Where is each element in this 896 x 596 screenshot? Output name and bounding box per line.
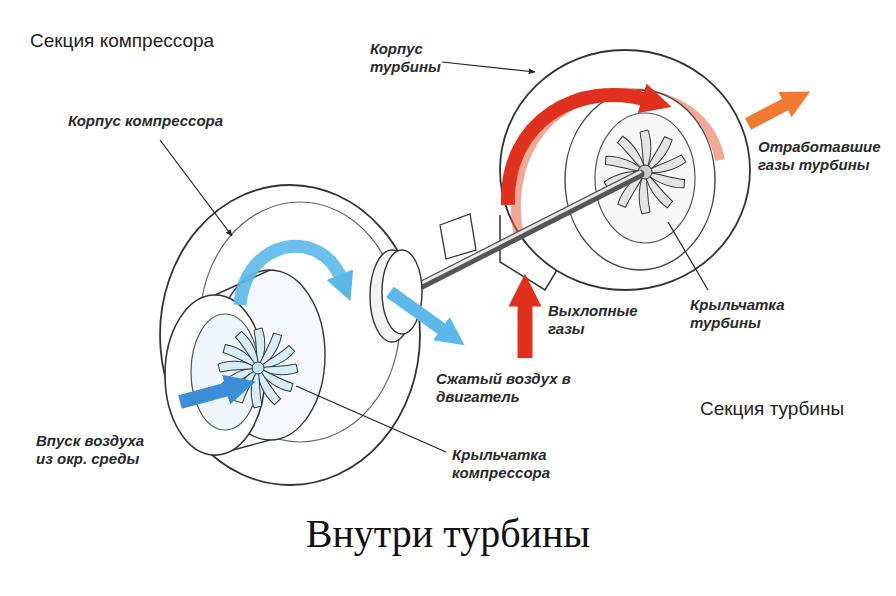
leader-line bbox=[668, 222, 708, 290]
exhaust-out-arrow bbox=[748, 102, 790, 124]
inlet-front bbox=[165, 295, 265, 455]
compressed-air-arrow bbox=[390, 292, 446, 332]
compressor-wheel bbox=[218, 328, 298, 408]
compressor-hub bbox=[252, 362, 264, 374]
inlet-ring bbox=[191, 314, 259, 430]
compressor-housing bbox=[160, 185, 420, 485]
shaft bbox=[412, 174, 640, 290]
shaft-highlight bbox=[412, 172, 640, 288]
part-label: Крыльчатка турбины bbox=[690, 296, 815, 332]
section-label: Секция турбины bbox=[700, 398, 860, 421]
part-label: Корпус турбины bbox=[370, 40, 440, 76]
leader-line bbox=[296, 386, 446, 452]
leader-line bbox=[160, 140, 232, 236]
turbine-inner-ring bbox=[595, 113, 695, 243]
caption: Внутри турбины bbox=[0, 510, 896, 557]
leader-line bbox=[442, 62, 535, 72]
compressor-flow-arrow bbox=[240, 246, 342, 305]
turbine-inner-ring bbox=[565, 90, 715, 270]
turbine-wheel bbox=[603, 130, 686, 214]
flow-label: Отработавшие газы турбины bbox=[758, 138, 883, 174]
turbine-housing bbox=[500, 50, 750, 290]
part-label: Крыльчатка компрессора bbox=[452, 446, 592, 482]
part-label: Корпус компрессора bbox=[68, 112, 258, 130]
flow-label: Впуск воздуха из окр. среды bbox=[36, 432, 158, 468]
turbine-flow-arrow bbox=[508, 95, 648, 205]
bearing-bracket bbox=[440, 214, 476, 259]
flow-label: Сжатый воздух в двигатель bbox=[436, 370, 586, 406]
backplate bbox=[382, 250, 422, 334]
exhaust-inlet-arrow bbox=[518, 300, 533, 358]
intake-arrow bbox=[180, 388, 232, 402]
flow-label: Выхлопные газы bbox=[548, 302, 648, 338]
section-label: Секция компрессора bbox=[30, 30, 250, 53]
